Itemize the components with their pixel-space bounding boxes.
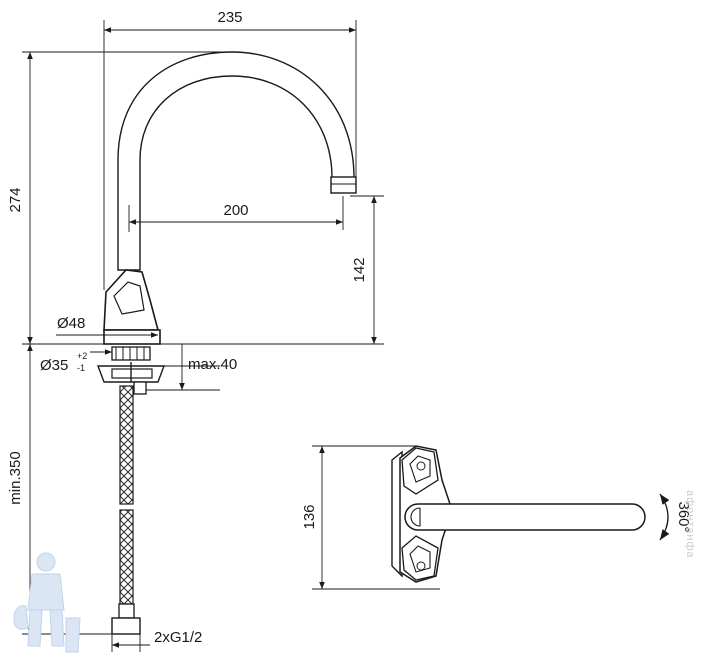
dim-max-thickness: max.40 bbox=[188, 356, 237, 373]
rotation-arrow bbox=[659, 493, 670, 541]
dim-body-diameter: Ø48 bbox=[57, 315, 85, 332]
dim-spout-height: 142 bbox=[351, 257, 368, 282]
connection-nut bbox=[111, 617, 141, 635]
top-view-dimensions: 136 360° bbox=[301, 445, 692, 590]
hose-lower bbox=[119, 509, 134, 605]
dim-top-view-width: 136 bbox=[301, 504, 318, 529]
base bbox=[103, 329, 161, 345]
hose-upper bbox=[119, 385, 134, 505]
plumber-logo bbox=[13, 552, 81, 653]
faucet-top-view bbox=[391, 445, 670, 583]
nut bbox=[133, 381, 147, 395]
dim-overall-width: 235 bbox=[217, 9, 242, 26]
faucet-front-view bbox=[96, 51, 357, 635]
dim-hole-tolerance-plus: +2 bbox=[77, 351, 87, 361]
shank bbox=[111, 346, 151, 361]
dim-hole-diameter: Ø35 bbox=[40, 357, 68, 374]
dim-hole-tolerance-minus: -1 bbox=[77, 363, 85, 373]
top-view-handle-lower bbox=[401, 535, 439, 581]
top-view-spout bbox=[404, 503, 646, 531]
dimension-lines bbox=[22, 20, 384, 652]
dim-spout-reach: 200 bbox=[223, 202, 248, 219]
dim-connection: 2xG1/2 bbox=[154, 629, 202, 646]
dim-rotation: 360° bbox=[675, 501, 692, 532]
watermark-text: афонтанфа bbox=[684, 490, 696, 559]
handle bbox=[103, 269, 160, 331]
hose-connector bbox=[118, 603, 135, 619]
dim-overall-height: 274 bbox=[7, 187, 24, 212]
dimension-labels: 235 274 200 142 Ø48 Ø35 +2 -1 max.40 min… bbox=[7, 9, 368, 646]
dim-hose-min-length: min.350 bbox=[7, 451, 24, 504]
spout-aerator bbox=[330, 176, 357, 194]
spout bbox=[117, 51, 355, 271]
